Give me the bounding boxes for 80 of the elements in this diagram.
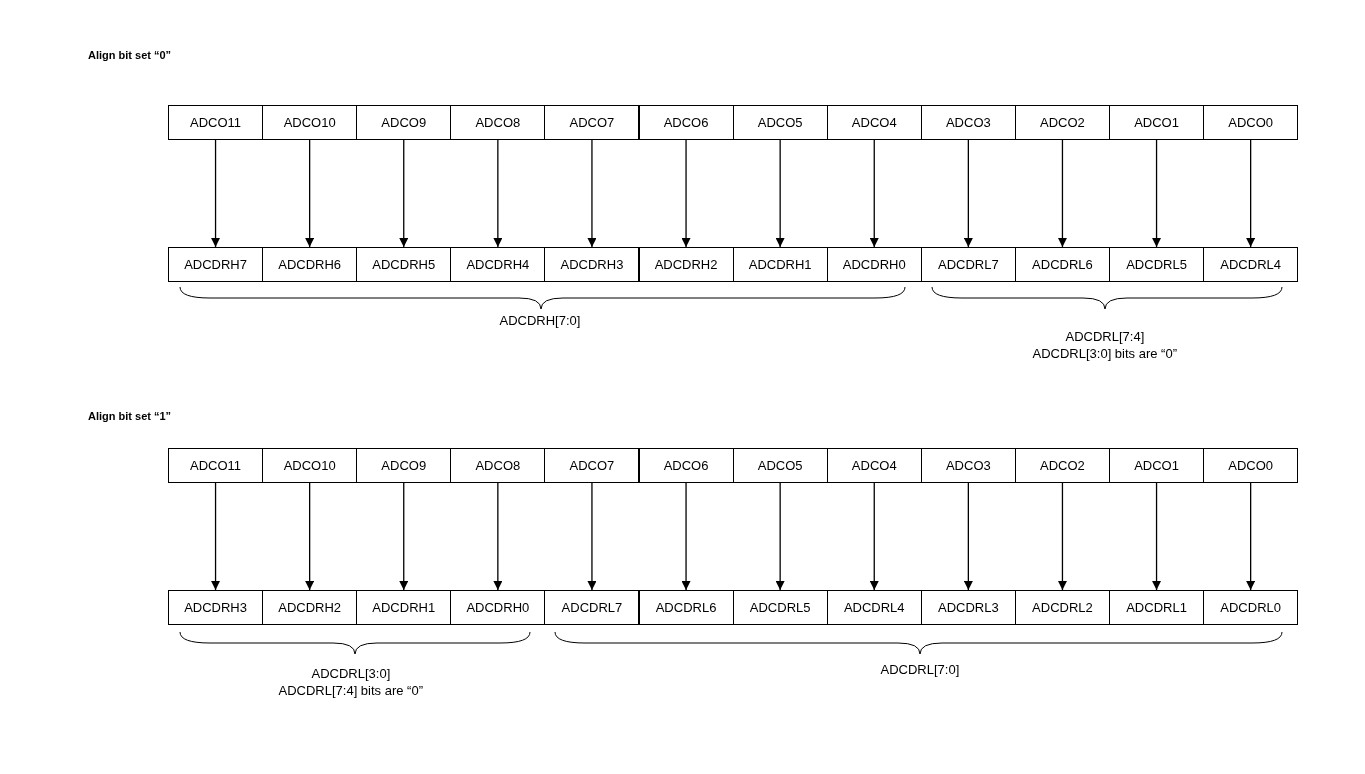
register-bit-cell: ADCO8 xyxy=(450,105,546,140)
note-text: ADCDRL[3:0] bits are “0” xyxy=(1032,346,1177,361)
register-bit-cell: ADCO1 xyxy=(1109,448,1205,483)
register-bit-cell: ADCDRL6 xyxy=(638,590,734,625)
register-bit-cell: ADCO1 xyxy=(1109,105,1205,140)
arrow xyxy=(1057,139,1067,248)
arrow xyxy=(963,139,973,248)
section-heading: Align bit set “1” xyxy=(88,410,172,422)
register-bit-cell: ADCDRH7 xyxy=(168,247,264,282)
register-bit-cell: ADCO4 xyxy=(826,105,922,140)
arrow xyxy=(399,482,409,591)
register-bit-cell: ADCDRL4 xyxy=(1203,247,1299,282)
arrow xyxy=(211,139,221,248)
arrow xyxy=(963,482,973,591)
register-bit-cell: ADCO9 xyxy=(356,105,452,140)
register-bit-cell: ADCDRL5 xyxy=(732,590,828,625)
register-bit-cell: ADCO8 xyxy=(450,448,546,483)
register-bit-cell: ADCDRL2 xyxy=(1014,590,1110,625)
register-bit-cell: ADCDRH6 xyxy=(262,247,358,282)
register-bit-cell: ADCDRL0 xyxy=(1203,590,1299,625)
field-label: ADCDRH[7:0] xyxy=(499,313,581,328)
arrow xyxy=(1152,482,1162,591)
arrow xyxy=(775,482,785,591)
arrow xyxy=(681,139,691,248)
arrow xyxy=(869,139,879,248)
register-bit-cell: ADCO5 xyxy=(732,448,828,483)
field-label: ADCDRL[7:4] xyxy=(1065,329,1145,344)
arrow xyxy=(493,482,503,591)
arrow xyxy=(681,482,691,591)
register-bit-cell: ADCO2 xyxy=(1014,448,1110,483)
register-bit-cell: ADCO7 xyxy=(544,105,640,140)
register-bit-cell: ADCO10 xyxy=(262,448,358,483)
register-bit-cell: ADCDRH0 xyxy=(450,590,546,625)
register-bit-cell: ADCDRH0 xyxy=(826,247,922,282)
register-bit-cell: ADCO0 xyxy=(1203,105,1299,140)
register-bit-cell: ADCO5 xyxy=(732,105,828,140)
register-bit-cell: ADCDRL5 xyxy=(1109,247,1205,282)
field-label: ADCDRL[7:0] xyxy=(880,662,960,677)
register-bit-cell: ADCDRL6 xyxy=(1014,247,1110,282)
register-bit-cell: ADCO0 xyxy=(1203,448,1299,483)
register-bit-cell: ADCDRL4 xyxy=(826,590,922,625)
arrow xyxy=(587,482,597,591)
register-bit-cell: ADCDRH3 xyxy=(544,247,640,282)
register-bit-cell: ADCDRL1 xyxy=(1109,590,1205,625)
register-bit-cell: ADCDRH2 xyxy=(262,590,358,625)
arrow xyxy=(211,482,221,591)
register-bit-cell: ADCDRL7 xyxy=(920,247,1016,282)
arrow xyxy=(775,139,785,248)
register-bit-cell: ADCDRH4 xyxy=(450,247,546,282)
register-bit-cell: ADCO11 xyxy=(168,105,264,140)
register-bit-cell: ADCDRL3 xyxy=(920,590,1016,625)
arrow xyxy=(1152,139,1162,248)
arrow xyxy=(305,139,315,248)
register-bit-cell: ADCDRL7 xyxy=(544,590,640,625)
note-text: ADCDRL[7:4] bits are “0” xyxy=(278,683,423,698)
arrow xyxy=(1057,482,1067,591)
register-bit-cell: ADCO4 xyxy=(826,448,922,483)
arrow xyxy=(305,482,315,591)
register-bit-cell: ADCDRH5 xyxy=(356,247,452,282)
register-bit-cell: ADCO3 xyxy=(920,448,1016,483)
register-bit-cell: ADCO6 xyxy=(638,448,734,483)
section-heading: Align bit set “0” xyxy=(88,49,172,61)
register-bit-cell: ADCO9 xyxy=(356,448,452,483)
register-bit-cell: ADCDRH2 xyxy=(638,247,734,282)
register-bit-cell: ADCDRH1 xyxy=(732,247,828,282)
arrow xyxy=(1246,139,1256,248)
field-label: ADCDRL[3:0] xyxy=(311,666,391,681)
register-bit-cell: ADCO2 xyxy=(1014,105,1110,140)
arrow xyxy=(1246,482,1256,591)
arrow xyxy=(587,139,597,248)
register-bit-cell: ADCO7 xyxy=(544,448,640,483)
arrow xyxy=(493,139,503,248)
register-bit-cell: ADCO10 xyxy=(262,105,358,140)
arrow xyxy=(869,482,879,591)
register-bit-cell: ADCDRH1 xyxy=(356,590,452,625)
arrow xyxy=(399,139,409,248)
register-bit-cell: ADCO3 xyxy=(920,105,1016,140)
register-bit-cell: ADCDRH3 xyxy=(168,590,264,625)
register-bit-cell: ADCO11 xyxy=(168,448,264,483)
register-bit-cell: ADCO6 xyxy=(638,105,734,140)
